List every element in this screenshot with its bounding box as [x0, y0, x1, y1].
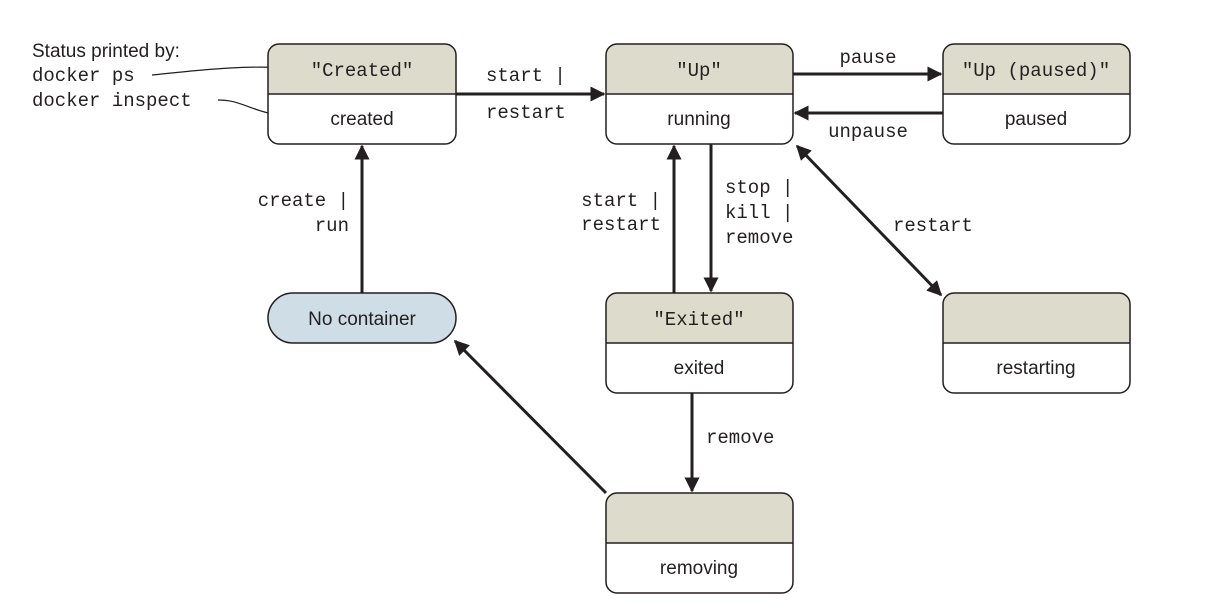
created-to-running-label-2: restart — [486, 102, 566, 124]
created-state-label: created — [330, 109, 393, 130]
paused-to-running-label: unpause — [828, 121, 908, 143]
running-status-text: "Up" — [676, 60, 722, 82]
legend-title: Status printed by: — [32, 41, 180, 62]
transition-paused-to-running: unpause — [793, 105, 943, 143]
created-status-text: "Created" — [311, 60, 414, 82]
state-created: "Created" created — [267, 43, 457, 145]
state-removing: removing — [605, 492, 794, 594]
exited-state-label: exited — [674, 358, 725, 379]
legend: Status printed by: docker ps docker insp… — [32, 41, 321, 122]
restarting-state-label: restarting — [996, 358, 1075, 379]
running-state-label: running — [667, 109, 730, 130]
transition-running-restarting: restart — [795, 144, 973, 297]
exited-to-running-label-2: restart — [581, 214, 661, 236]
legend-docker-ps: docker ps — [32, 65, 135, 87]
transition-running-to-paused: pause — [793, 47, 943, 82]
running-to-paused-label: pause — [839, 47, 896, 69]
state-running: "Up" running — [605, 43, 794, 145]
paused-state-label: paused — [1005, 109, 1067, 130]
transition-exited-to-removing: remove — [684, 393, 774, 493]
running-restarting-label: restart — [893, 215, 973, 237]
paused-status-text: "Up (paused)" — [962, 60, 1110, 82]
exited-status-text: "Exited" — [653, 309, 744, 331]
nocontainer-to-created-label-1: create | — [258, 190, 349, 212]
state-no-container: No container — [267, 292, 457, 344]
created-to-running-label-1: start | — [486, 65, 566, 87]
transition-removing-to-nocontainer — [453, 339, 608, 495]
removing-state-label: removing — [660, 558, 738, 579]
state-paused: "Up (paused)" paused — [942, 43, 1131, 145]
transition-nocontainer-to-created: create | run — [258, 144, 370, 293]
exited-to-removing-label: remove — [706, 427, 774, 449]
no-container-label: No container — [308, 309, 416, 330]
removing-to-nocontainer-arrow — [453, 339, 608, 495]
running-to-exited-label-2: kill | — [725, 202, 793, 224]
transition-running-to-exited: stop | kill | remove — [703, 144, 793, 293]
running-to-exited-label-3: remove — [725, 227, 793, 249]
state-exited: "Exited" exited — [605, 292, 794, 394]
transition-created-to-running: start | restart — [456, 65, 606, 124]
transition-exited-to-running: start | restart — [581, 144, 682, 293]
state-restarting: restarting — [942, 292, 1131, 394]
running-to-exited-label-1: stop | — [725, 177, 793, 199]
exited-to-running-label-1: start | — [581, 190, 661, 212]
nocontainer-to-created-label-2: run — [315, 215, 349, 237]
legend-docker-inspect: docker inspect — [32, 90, 192, 112]
running-restarting-arrow — [795, 144, 943, 297]
